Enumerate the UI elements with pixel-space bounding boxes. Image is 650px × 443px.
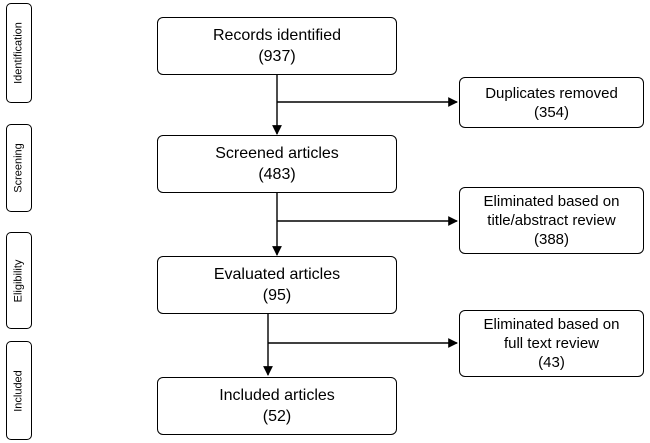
box-included-articles: Included articles (52) bbox=[157, 377, 397, 435]
eliminated-title-line1: Eliminated based on bbox=[483, 193, 620, 210]
included-articles-count: (52) bbox=[262, 408, 292, 425]
stage-identification: Identification bbox=[6, 3, 32, 103]
stage-included: Included bbox=[6, 341, 32, 440]
eliminated-title-line2: title/abstract review bbox=[487, 212, 616, 229]
duplicates-removed-count: (354) bbox=[533, 103, 570, 121]
records-identified-count: (937) bbox=[258, 48, 296, 65]
included-articles-title: Included articles bbox=[219, 387, 335, 404]
box-evaluated-articles: Evaluated articles (95) bbox=[157, 256, 397, 314]
stage-screening: Screening bbox=[6, 124, 32, 212]
box-screened-articles: Screened articles (483) bbox=[157, 135, 397, 193]
box-eliminated-title-abstract: Eliminated based on title/abstract revie… bbox=[459, 187, 644, 254]
eliminated-fulltext-line2: full text review bbox=[503, 335, 600, 352]
box-eliminated-full-text: Eliminated based on full text review (43… bbox=[459, 310, 644, 377]
screened-articles-count: (483) bbox=[258, 166, 296, 183]
eliminated-fulltext-count: (43) bbox=[538, 354, 565, 371]
evaluated-articles-count: (95) bbox=[262, 287, 292, 304]
box-records-identified: Records identified (937) bbox=[157, 17, 397, 75]
box-duplicates-removed: Duplicates removed (354) bbox=[459, 77, 644, 128]
duplicates-removed-title: Duplicates removed bbox=[485, 84, 618, 102]
eliminated-fulltext-line1: Eliminated based on bbox=[483, 316, 620, 333]
records-identified-title: Records identified bbox=[212, 27, 342, 44]
stage-eligibility: Eligibility bbox=[6, 232, 32, 329]
screened-articles-title: Screened articles bbox=[215, 145, 339, 162]
eliminated-title-count: (388) bbox=[533, 231, 570, 248]
evaluated-articles-title: Evaluated articles bbox=[213, 266, 341, 283]
